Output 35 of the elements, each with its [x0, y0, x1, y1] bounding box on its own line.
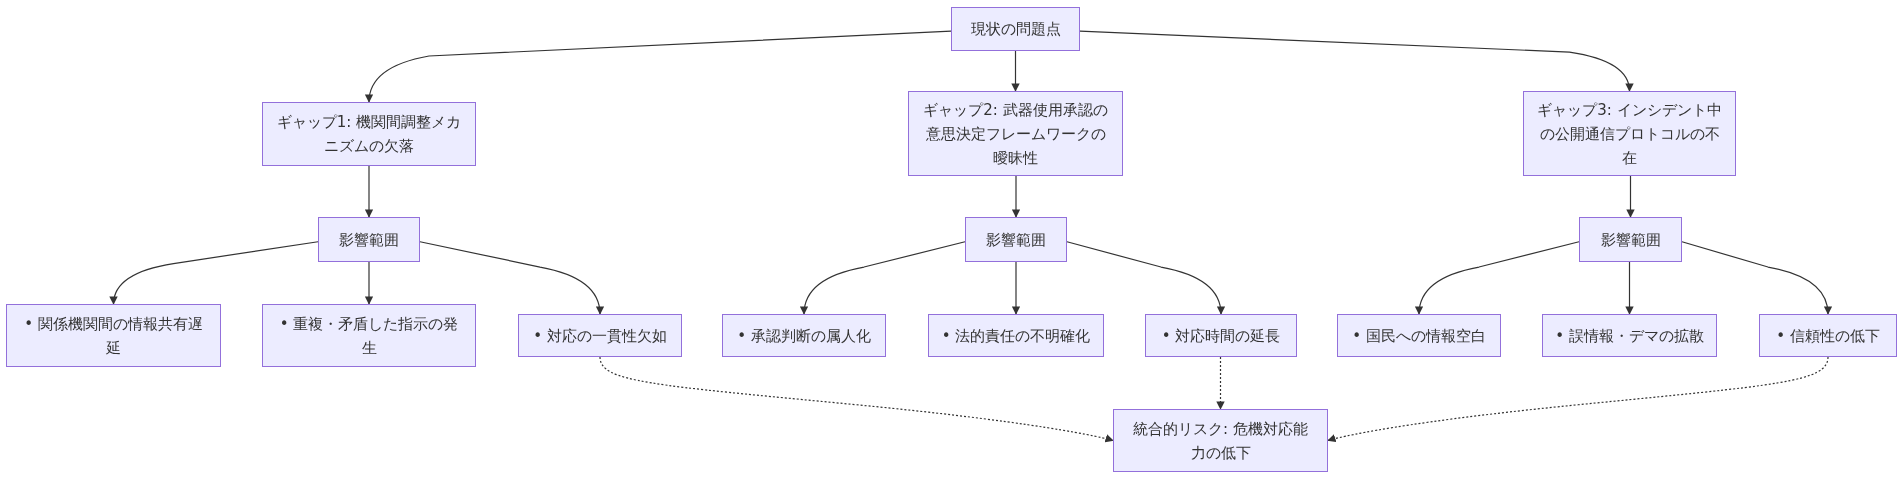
effect-box: • 誤情報・デマの拡散	[1542, 314, 1717, 357]
effect-box: • 法的責任の不明確化	[928, 314, 1104, 357]
effect-box: • 重複・矛盾した指示の発生	[262, 304, 476, 367]
effect-box: • 信頼性の低下	[1759, 314, 1897, 357]
gap-box: ギャップ2: 武器使用承認の意思決定フレームワークの曖昧性	[908, 91, 1123, 176]
impact-box: 影響範囲	[965, 217, 1067, 262]
arrow	[1066, 241, 1225, 315]
arrow	[364, 165, 374, 218]
gap-box: ギャップ1: 機関間調整メカニズムの欠落	[262, 102, 476, 166]
arrow	[1011, 50, 1020, 92]
arrow	[364, 261, 374, 305]
arrow	[1079, 30, 1634, 92]
arrow	[1625, 261, 1634, 315]
effect-box: • 対応時間の延長	[1145, 314, 1297, 357]
gap-box: ギャップ3: インシデント中の公開通信プロトコルの不在	[1523, 91, 1736, 176]
arrow	[1011, 175, 1021, 218]
arrow	[1681, 241, 1832, 315]
dotted-arrow	[599, 356, 1114, 443]
arrow	[1626, 175, 1635, 218]
risk-box: 統合的リスク: 危機対応能力の低下	[1113, 409, 1328, 472]
problem-box: 現状の問題点	[951, 7, 1080, 51]
arrow	[419, 241, 604, 315]
dotted-arrow	[1216, 356, 1225, 410]
arrow	[1011, 261, 1021, 315]
arrow	[365, 30, 952, 103]
arrow	[800, 241, 966, 315]
arrow	[1415, 241, 1580, 315]
effect-box: • 関係機関間の情報共有遅延	[6, 304, 221, 367]
impact-box: 影響範囲	[1579, 217, 1682, 262]
effect-box: • 承認判断の属人化	[722, 314, 886, 357]
arrow	[109, 241, 319, 305]
dotted-arrow	[1327, 356, 1829, 443]
effect-box: • 国民への情報空白	[1337, 314, 1501, 357]
effect-box: • 対応の一貫性欠如	[518, 314, 682, 357]
impact-box: 影響範囲	[318, 217, 420, 262]
